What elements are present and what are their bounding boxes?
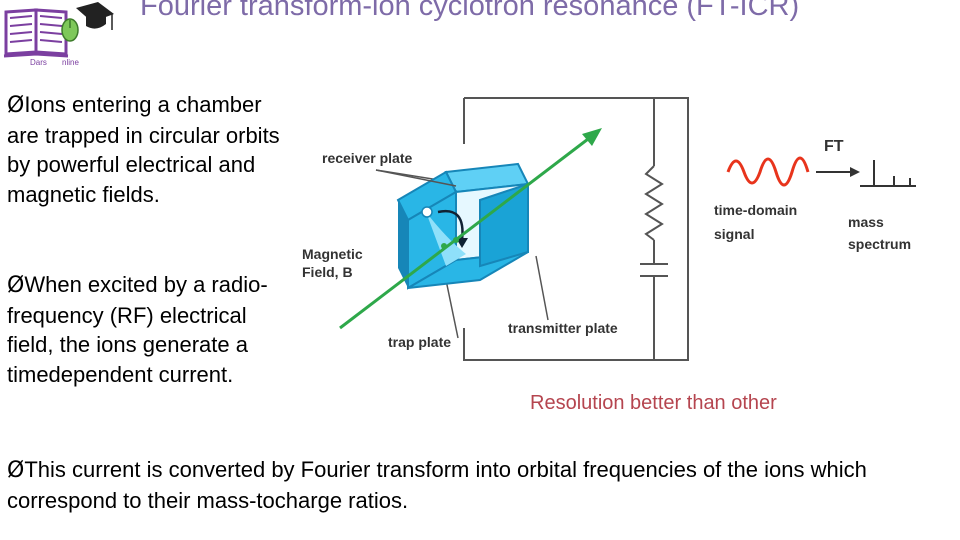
circuit-wires (463, 97, 689, 361)
resolution-note: Resolution better than other (530, 392, 777, 414)
ft-arrowhead (850, 167, 860, 177)
label-mass-line1: mass (848, 214, 884, 230)
label-receiver-plate: receiver plate (322, 150, 413, 166)
mass-spectrum (860, 160, 916, 187)
logo-text-right: nline (62, 58, 79, 67)
bullet-ions-trapped: ØIons entering a chamber are trapped in … (7, 90, 297, 209)
label-trap-plate: trap plate (388, 334, 452, 350)
label-mass-line2: spectrum (848, 236, 912, 252)
ft-icr-diagram: receiver plate Magnetic Field, B trap pl… (296, 88, 936, 378)
label-transmitter-plate: transmitter plate (508, 320, 618, 336)
bullet-arrow-icon: Ø (7, 458, 25, 483)
label-ft: FT (824, 138, 844, 155)
label-time-domain-line1: time-domain (714, 202, 798, 218)
bullet-text: This current is converted by Fourier tra… (7, 457, 867, 513)
bullet-arrow-icon: Ø (7, 273, 25, 298)
icr-cell (396, 162, 530, 290)
bullet-arrow-icon: Ø (7, 93, 25, 118)
logo: Dars nline (0, 0, 120, 68)
label-magnetic-field-line1: Magnetic (302, 246, 363, 262)
book-logo-icon (3, 2, 114, 58)
ft-icr-cell-diagram (339, 97, 916, 361)
time-domain-signal (726, 156, 810, 187)
bullet-rf-excitation: ØWhen excited by a radio-frequency (RF) … (7, 270, 297, 389)
slide-title: Fourier transform-ion cyclotron resonanc… (140, 0, 800, 22)
label-time-domain-line2: signal (714, 226, 755, 242)
magnetic-field-arrowhead (582, 128, 602, 146)
label-magnetic-field-line2: Field, B (302, 264, 353, 280)
magnetic-field-arrow (339, 134, 593, 330)
bullet-text: Ions entering a chamber are trapped in c… (7, 92, 280, 207)
bullet-fourier-transform: ØThis current is converted by Fourier tr… (7, 455, 947, 515)
logo-text-left: Dars (30, 58, 47, 67)
bullet-text: When excited by a radio-frequency (RF) e… (7, 272, 268, 387)
